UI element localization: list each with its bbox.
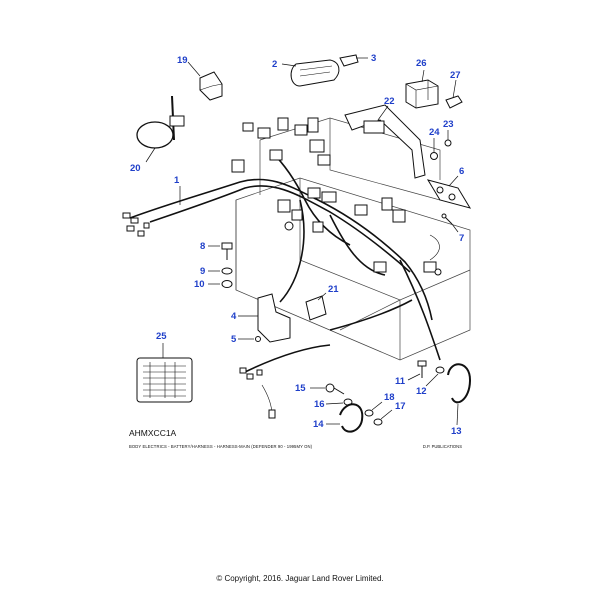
callout-16: 16 xyxy=(314,399,325,410)
part-18-nut xyxy=(364,401,383,417)
part-6-panel xyxy=(426,175,472,209)
callout-11: 11 xyxy=(395,376,406,387)
part-10-nut xyxy=(208,280,233,288)
diagram-code: AHMXCC1A xyxy=(129,428,177,438)
part-26-relay xyxy=(405,79,439,109)
part-9-washer xyxy=(208,267,233,275)
part-7-screw xyxy=(441,213,459,233)
callout-8: 8 xyxy=(200,241,205,252)
callout-27: 27 xyxy=(450,70,461,81)
callout-24: 24 xyxy=(429,127,440,138)
part-14-clamp xyxy=(326,403,364,433)
callout-20: 20 xyxy=(130,163,141,174)
part-12-washer xyxy=(425,366,445,387)
part-1-harness-terminals xyxy=(122,212,150,237)
part-19-clamp xyxy=(187,61,223,101)
part-22-bracket xyxy=(344,104,426,179)
publisher-label: D.P. PUBLICATIONS xyxy=(422,444,462,449)
callout-12: 12 xyxy=(416,386,427,397)
callout-6: 6 xyxy=(459,166,464,177)
callout-23: 23 xyxy=(443,119,454,130)
callout-10: 10 xyxy=(194,279,205,290)
part-4-bracket xyxy=(238,293,291,343)
part-16-washer xyxy=(325,398,353,406)
callout-9: 9 xyxy=(200,266,205,277)
connector-cluster xyxy=(231,117,442,276)
callout-3: 3 xyxy=(371,53,376,64)
part-3-clip xyxy=(339,54,368,67)
copyright-notice: © Copyright, 2016. Jaguar Land Rover Lim… xyxy=(216,574,384,583)
part-13-clamp xyxy=(447,363,472,426)
callout-26: 26 xyxy=(416,58,427,69)
part-20-strap xyxy=(136,95,185,163)
callout-5: 5 xyxy=(231,334,237,345)
part-21-connector xyxy=(305,292,327,321)
leader-lines xyxy=(179,63,457,205)
part-23-screw xyxy=(444,130,452,147)
callout-22: 22 xyxy=(384,96,395,107)
part-11-bolt xyxy=(407,360,427,381)
part-24-grommet xyxy=(430,138,438,160)
callout-13: 13 xyxy=(451,426,462,437)
callout-25: 25 xyxy=(156,331,167,342)
part-15-bolt xyxy=(310,383,345,395)
callout-17: 17 xyxy=(395,401,406,412)
part-27-block xyxy=(445,95,463,109)
callout-18: 18 xyxy=(384,392,395,403)
part-25-label xyxy=(136,343,193,403)
lower-harness-terminals xyxy=(239,367,276,419)
callout-4: 4 xyxy=(231,311,237,322)
callout-21: 21 xyxy=(328,284,339,295)
callout-1: 1 xyxy=(174,175,180,186)
part-17-washer xyxy=(373,409,393,426)
part-8-bolt xyxy=(208,242,233,260)
diagram-caption: BODY ELECTRICS - BATTERY/HARNESS - HARNE… xyxy=(129,444,313,449)
callout-labels: 1 2 3 4 5 6 7 8 9 10 11 12 13 14 15 16 1… xyxy=(130,53,464,437)
callout-2: 2 xyxy=(272,59,277,70)
callout-19: 19 xyxy=(177,55,188,66)
part-2-cover xyxy=(290,59,340,87)
callout-14: 14 xyxy=(313,419,324,430)
callout-7: 7 xyxy=(459,233,464,244)
part-5-screw xyxy=(238,336,261,342)
callout-15: 15 xyxy=(295,383,306,394)
